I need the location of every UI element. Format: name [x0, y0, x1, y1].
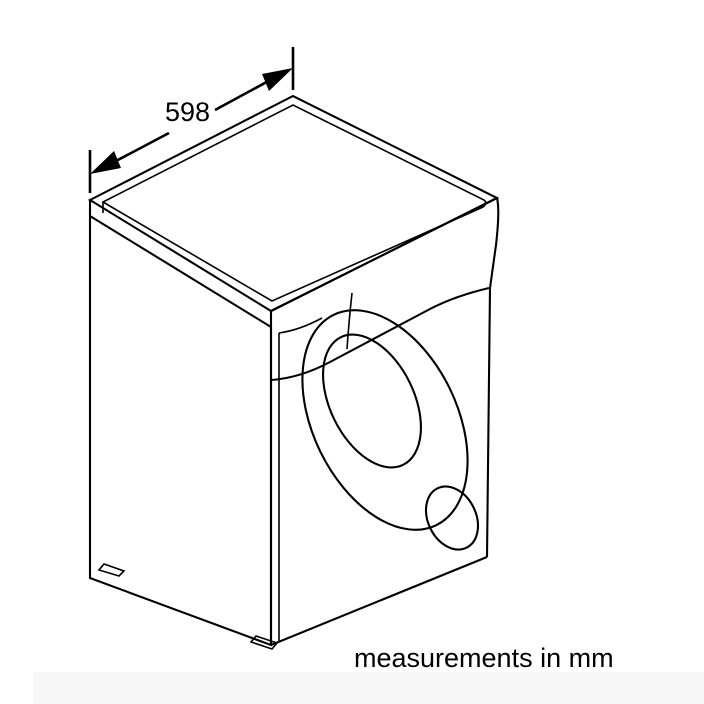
foot-rear-left — [97, 563, 126, 577]
top-panel-inner-recess — [101, 104, 487, 302]
top-panel-front-lip — [88, 200, 273, 329]
footer-band — [33, 672, 704, 704]
dimension-arrowhead-left — [90, 151, 121, 174]
foot-front-left — [249, 635, 279, 650]
dimension-arrowhead-right — [262, 68, 293, 91]
control-panel-bottom-edge — [270, 286, 490, 382]
right-top-shoulder-edge — [488, 197, 500, 289]
control-panel-left-inner-fillet — [278, 317, 323, 334]
top-panel-outer — [87, 94, 500, 313]
dimension-value-width: 598 — [165, 97, 210, 127]
measurement-unit-note: measurements in mm — [354, 643, 614, 673]
door-glass — [322, 333, 422, 469]
front-panel-bottom-edge — [270, 556, 488, 646]
small-round-detail — [424, 485, 480, 551]
control-panel-top-edge — [270, 197, 498, 312]
right-front-vertical-edge — [485, 287, 492, 558]
left-side-panel — [88, 216, 273, 647]
control-panel-divider — [346, 292, 353, 350]
dimension-annotation-598: 598 — [88, 47, 295, 193]
door-outer-ring — [301, 309, 469, 531]
washing-machine-body — [87, 94, 500, 650]
